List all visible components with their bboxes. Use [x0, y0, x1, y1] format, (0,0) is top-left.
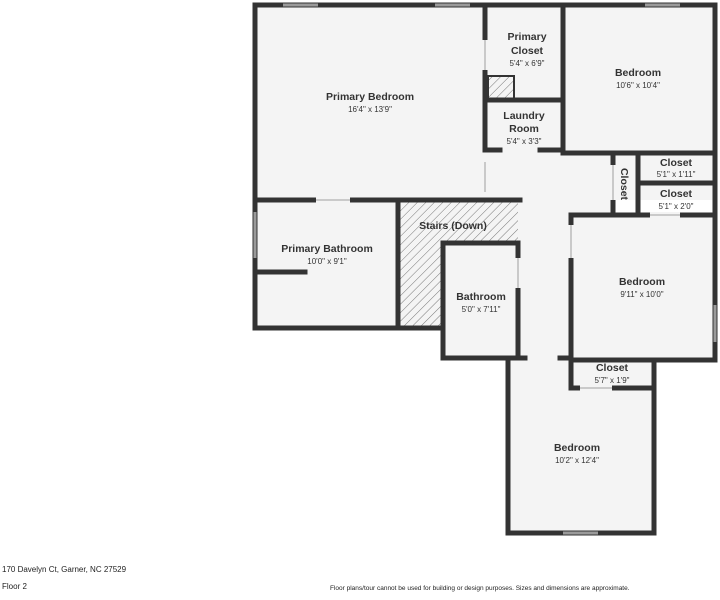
primary-bathroom-name: Primary Bathroom	[281, 243, 373, 255]
primary-closet-dims: 5'4" x 6'9"	[510, 59, 545, 68]
primary-bathroom-dims: 10'0" x 9'1"	[307, 257, 347, 266]
door-lines	[316, 40, 680, 389]
closet-a-name: Closet	[660, 157, 693, 169]
closet-b-name: Closet	[660, 188, 693, 200]
bathroom-dims: 5'0" x 7'11"	[462, 305, 501, 314]
walls	[252, 2, 718, 536]
room-labels: Primary Bedroom 16'4" x 13'9" Primary Cl…	[281, 31, 695, 465]
closet-a-dims: 5'1" x 1'11"	[657, 170, 696, 179]
laundry-dims: 5'4" x 3'3"	[507, 137, 542, 146]
bedroom-s-name: Bedroom	[554, 442, 600, 454]
stairs-name: Stairs (Down)	[419, 220, 487, 232]
bathroom-name: Bathroom	[456, 291, 506, 303]
closet-c-dims: 5'7" x 1'9"	[595, 376, 630, 385]
closet-b-dims: 5'1" x 2'0"	[659, 202, 694, 211]
bedroom-e-name: Bedroom	[619, 276, 665, 288]
laundry-name-2: Room	[509, 123, 539, 135]
bathroom-floor	[445, 245, 518, 356]
property-address: 170 Davelyn Ct, Garner, NC 27529	[2, 565, 127, 574]
utility-hatch	[488, 76, 514, 100]
laundry-name-1: Laundry	[503, 110, 545, 122]
closet-v-name: Closet	[618, 168, 630, 201]
primary-bedroom-dims: 16'4" x 13'9"	[348, 105, 392, 114]
floor-label: Floor 2	[2, 582, 27, 591]
primary-closet-name-1: Primary	[507, 31, 546, 43]
primary-bedroom-name: Primary Bedroom	[326, 91, 414, 103]
bedroom-ne-dims: 10'6" x 10'4"	[616, 81, 660, 90]
primary-closet-name-2: Closet	[511, 45, 544, 57]
closet-c-name: Closet	[596, 362, 629, 374]
bedroom-ne-name: Bedroom	[615, 67, 661, 79]
bedroom-e-dims: 9'11" x 10'0"	[620, 290, 663, 299]
windows	[253, 3, 717, 535]
bedroom-s-dims: 10'2" x 12'4"	[555, 456, 599, 465]
disclaimer-text: Floor plans/tour cannot be used for buil…	[330, 585, 630, 592]
